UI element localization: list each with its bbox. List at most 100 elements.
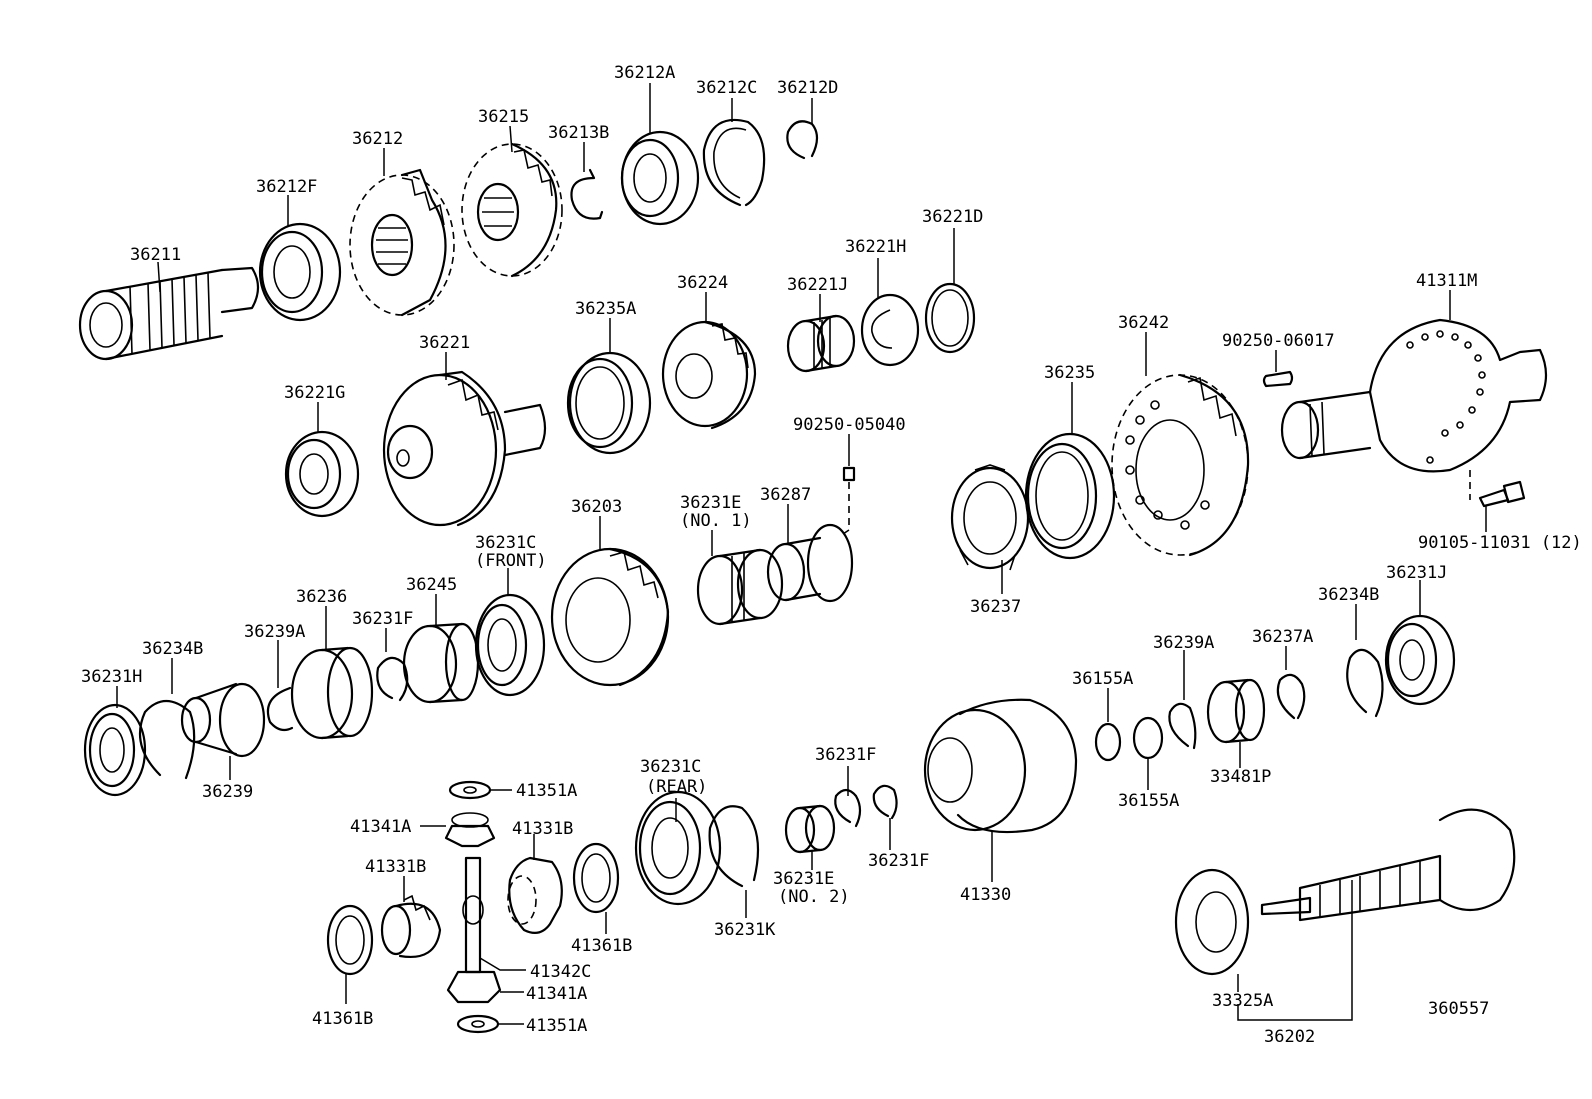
part-36231F-left-ring (376, 656, 409, 702)
label-36239A-right: 36239A (1153, 633, 1214, 653)
label-36231C-rear-note: (REAR) (646, 777, 707, 797)
label-36221J: 36221J (787, 275, 848, 295)
part-36234B-left-snap-ring (138, 699, 196, 780)
label-36212C: 36212C (696, 78, 757, 98)
part-36221G-bearing (284, 430, 360, 518)
label-36235A: 36235A (575, 299, 636, 319)
part-90250-05040-pin (839, 466, 856, 537)
part-36212D-snap-ring (786, 120, 819, 160)
part-36215-gear (461, 142, 563, 278)
label-36231J: 36231J (1386, 563, 1447, 583)
part-36239-hub (180, 682, 266, 758)
part-36202-output-shaft (1260, 808, 1516, 922)
part-36212C-snap-ring (702, 118, 766, 207)
label-36237: 36237 (970, 597, 1021, 617)
label-36221: 36221 (419, 333, 470, 353)
label-41341A-top: 41341A (350, 817, 411, 837)
part-36231F-mid-ring (834, 788, 862, 828)
label-36155A-top: 36155A (1072, 669, 1133, 689)
label-36234B-left: 36234B (142, 639, 203, 659)
label-36212A: 36212A (614, 63, 675, 83)
part-36242-gear (1111, 373, 1250, 557)
part-36239A-right-snap-ring (1168, 702, 1197, 750)
part-36231J-bearing (1384, 614, 1456, 706)
part-36155A-top-washer (1094, 722, 1122, 762)
part-90105-11031-bolt (1478, 480, 1526, 508)
label-36231E-no2: 36231E (773, 869, 834, 889)
label-90250-05040: 90250-05040 (793, 415, 906, 435)
part-36231K-snap-ring (708, 805, 760, 888)
label-41341A-bottom: 41341A (526, 984, 587, 1004)
part-41330-housing (923, 698, 1078, 834)
part-36245-sleeve (402, 622, 480, 704)
part-36212-gear (349, 168, 455, 317)
label-36221G: 36221G (284, 383, 345, 403)
label-36231F-left: 36231F (352, 609, 413, 629)
part-36221-gear (382, 370, 547, 527)
label-36239A-left: 36239A (244, 622, 305, 642)
part-41351A-top-washer (448, 780, 492, 800)
part-41331B-left-side-gear (380, 894, 442, 959)
label-36202: 36202 (1264, 1027, 1315, 1047)
leader-lines (116, 83, 1487, 1025)
label-41361B-right: 41361B (571, 936, 632, 956)
label-41351A-bottom: 41351A (526, 1016, 587, 1036)
part-36221H-race (860, 293, 920, 367)
label-36155A-bottom: 36155A (1118, 791, 1179, 811)
label-33481P: 33481P (1210, 767, 1271, 787)
label-41311M: 41311M (1416, 271, 1477, 291)
part-36213B-snap-ring (570, 168, 604, 220)
part-41341A-bottom-pinion (446, 970, 502, 1004)
part-36231E-no2-needle-bearing (784, 804, 836, 854)
label-90105-11031: 90105-11031 (12) (1418, 533, 1582, 553)
part-36231C-rear-bearing (634, 790, 722, 906)
label-36231C-rear: 36231C (640, 757, 701, 777)
label-36221H: 36221H (845, 237, 906, 257)
label-36213B: 36213B (548, 123, 609, 143)
part-36236-ring (290, 646, 374, 740)
label-36231E-no1-note: (NO. 1) (680, 511, 752, 531)
label-36235: 36235 (1044, 363, 1095, 383)
label-41331B-left: 41331B (365, 857, 426, 877)
part-36235-ring-gear (1024, 432, 1116, 560)
part-36155A-bottom-washer (1132, 716, 1164, 760)
label-36237A: 36237A (1252, 627, 1313, 647)
part-36239A-left-snap-ring (266, 686, 294, 732)
label-36212D: 36212D (777, 78, 838, 98)
label-36236: 36236 (296, 587, 347, 607)
label-36211: 36211 (130, 245, 181, 265)
part-36231E-no1-needle-bearing (696, 548, 784, 626)
part-36237-sync-ring (950, 464, 1030, 571)
label-36287: 36287 (760, 485, 811, 505)
label-36231H: 36231H (81, 667, 142, 687)
part-41311M-diff-case (1280, 318, 1548, 500)
label-36215: 36215 (478, 107, 529, 127)
part-36212A-bearing (620, 130, 700, 226)
part-41361B-right-washer (572, 842, 620, 914)
part-41342C-shaft (462, 856, 484, 974)
label-33325A: 33325A (1212, 991, 1273, 1011)
label-36231F-mid: 36231F (815, 745, 876, 765)
part-36212F-bearing (258, 222, 342, 322)
part-36211-input-shaft (78, 266, 260, 361)
part-41361B-left-washer (326, 904, 374, 976)
part-36203-gear (550, 547, 670, 687)
label-36231E-no2-note: (NO. 2) (778, 887, 850, 907)
label-36242: 36242 (1118, 313, 1169, 333)
label-41331B-right: 41331B (512, 819, 573, 839)
label-36231F-lower: 36231F (868, 851, 929, 871)
label-41351A-top: 41351A (516, 781, 577, 801)
label-41361B-left: 41361B (312, 1009, 373, 1029)
part-36235A-ring (566, 351, 652, 455)
label-36231C-front-note: (FRONT) (475, 551, 547, 571)
label-360557-figure-code: 360557 (1428, 999, 1489, 1019)
label-36231E-no1: 36231E (680, 493, 741, 513)
part-36287-sleeve (766, 523, 854, 603)
label-36234B-right: 36234B (1318, 585, 1379, 605)
label-36221D: 36221D (922, 207, 983, 227)
part-36231F-lower-ring (872, 784, 898, 820)
part-36224-gear (661, 320, 757, 430)
label-36224: 36224 (677, 273, 728, 293)
part-90250-06017-pin (1262, 370, 1294, 388)
part-36234B-right-snap-ring (1346, 648, 1384, 718)
